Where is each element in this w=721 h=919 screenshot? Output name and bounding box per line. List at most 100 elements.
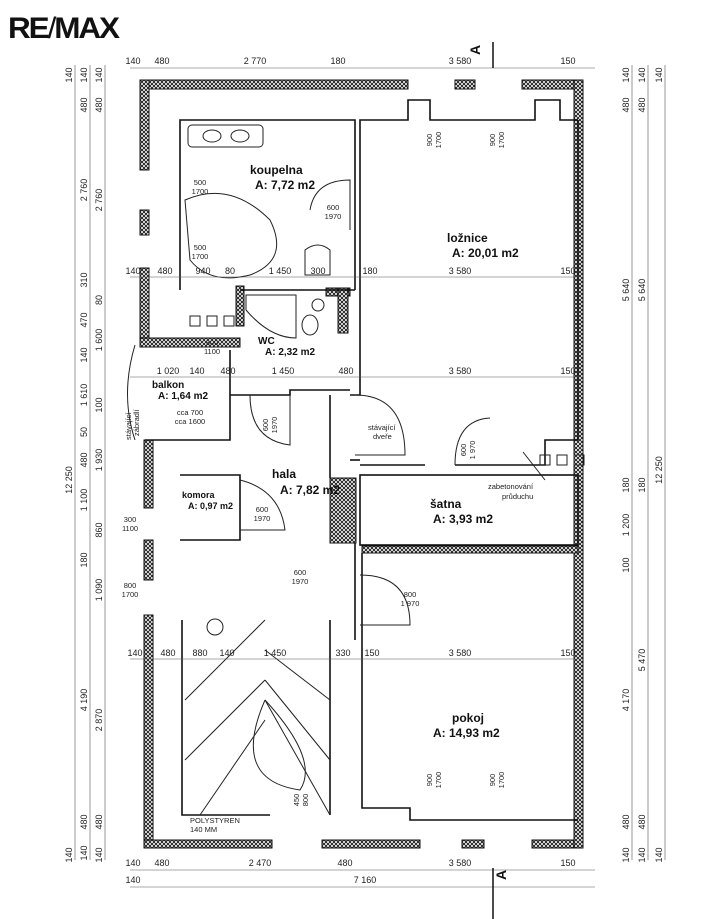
fixtures bbox=[127, 124, 585, 816]
annotations: stávající dveře stávající zábradlí zabet… bbox=[124, 45, 534, 880]
dimension-label: 1 600 bbox=[94, 329, 104, 352]
dimension-label: 480 bbox=[621, 814, 631, 829]
room-area-loznice: A: 20,01 m2 bbox=[452, 246, 519, 260]
dimension-label: 1700 bbox=[434, 772, 443, 789]
room-area-satna: A: 3,93 m2 bbox=[433, 512, 493, 526]
dimension-label: 300 bbox=[206, 338, 219, 347]
room-name-loznice: ložnice bbox=[447, 231, 488, 245]
note-polystyren-2: 140 MM bbox=[190, 825, 217, 834]
dimension-label: 140 bbox=[654, 847, 664, 862]
dimension-label: 1 610 bbox=[79, 384, 89, 407]
dimension-label: 140 bbox=[94, 67, 104, 82]
dimension-label: 480 bbox=[160, 648, 175, 658]
room-name-hala: hala bbox=[272, 467, 296, 481]
dimension-label: 500 bbox=[194, 243, 207, 252]
dimension-label: 180 bbox=[79, 552, 89, 567]
dimension-label: 3 580 bbox=[449, 858, 472, 868]
dimension-label: 3 580 bbox=[449, 266, 472, 276]
dimension-label: 860 bbox=[94, 522, 104, 537]
dimension-label: 900 bbox=[425, 134, 434, 147]
dimension-label: 140 bbox=[64, 67, 74, 82]
room-area-komora: A: 0,97 m2 bbox=[188, 501, 233, 511]
dimension-label: 300 bbox=[310, 266, 325, 276]
section-marker-top: A bbox=[467, 45, 483, 55]
dimension-label: 150 bbox=[364, 648, 379, 658]
dimension-label: 7 160 bbox=[354, 875, 377, 885]
room-name-koupelna: koupelna bbox=[250, 163, 303, 177]
room-name-balkon: balkon bbox=[152, 380, 184, 391]
note-stavajici-dvere-2: dveře bbox=[373, 432, 392, 441]
dimension-label: 1 970 bbox=[401, 599, 420, 608]
dimension-label: 1 970 bbox=[468, 441, 477, 460]
dimension-label: 1700 bbox=[192, 187, 209, 196]
room-area-balkon: A: 1,64 m2 bbox=[158, 391, 208, 402]
remax-logo: RE/MAX bbox=[8, 12, 120, 45]
dimension-label: 140 bbox=[621, 67, 631, 82]
dimension-label: 800 bbox=[404, 590, 417, 599]
dimension-label: 100 bbox=[621, 557, 631, 572]
dimension-label: 5 640 bbox=[621, 279, 631, 302]
dimension-label: 480 bbox=[94, 814, 104, 829]
dimension-label: 5 640 bbox=[637, 279, 647, 302]
dimension-label: 480 bbox=[154, 56, 169, 66]
dimension-label: 140 bbox=[219, 648, 234, 658]
dimension-label: 150 bbox=[560, 648, 575, 658]
room-name-satna: šatna bbox=[430, 497, 462, 511]
dimension-label: 1970 bbox=[270, 417, 279, 434]
dimension-label: cca 700 bbox=[177, 408, 203, 417]
dimension-label: 480 bbox=[79, 97, 89, 112]
dimension-label: 2 760 bbox=[79, 179, 89, 202]
dimension-label: 80 bbox=[225, 266, 235, 276]
dimension-label: 500 bbox=[194, 178, 207, 187]
dimension-label: 600 bbox=[294, 568, 307, 577]
dimension-label: 600 bbox=[261, 419, 270, 432]
dimension-label: 5 470 bbox=[637, 649, 647, 672]
room-labels: koupelna A: 7,72 m2 ložnice A: 20,01 m2 … bbox=[152, 163, 519, 740]
dimension-label: 800 bbox=[124, 581, 137, 590]
dimension-label: 140 bbox=[189, 366, 204, 376]
dimension-label: 1 090 bbox=[94, 579, 104, 602]
dimension-label: 600 bbox=[256, 505, 269, 514]
dimension-label: 140 bbox=[125, 56, 140, 66]
dimension-label: 1100 bbox=[204, 347, 220, 356]
dimension-label: 1 450 bbox=[264, 648, 287, 658]
dimension-label: 480 bbox=[154, 858, 169, 868]
dimension-label: 1700 bbox=[192, 252, 209, 261]
dimension-label: 310 bbox=[79, 272, 89, 287]
dimension-label: 330 bbox=[335, 648, 350, 658]
dimension-label: 140 bbox=[79, 845, 89, 860]
dimension-label: 1 100 bbox=[79, 489, 89, 512]
exterior-walls bbox=[139, 79, 584, 849]
dimension-label: 480 bbox=[220, 366, 235, 376]
dimension-label: 140 bbox=[125, 875, 140, 885]
dimension-label: 3 580 bbox=[449, 366, 472, 376]
dimension-label: 12 250 bbox=[64, 466, 74, 494]
dimension-label: 180 bbox=[637, 477, 647, 492]
dimension-label: 100 bbox=[94, 397, 104, 412]
dimension-label: 900 bbox=[488, 134, 497, 147]
dimension-label: 140 bbox=[127, 648, 142, 658]
dimension-label: 600 bbox=[459, 444, 468, 457]
dimension-label: 140 bbox=[79, 67, 89, 82]
dimension-label: 900 bbox=[425, 774, 434, 787]
dimension-label: 1100 bbox=[122, 524, 138, 533]
interior-walls bbox=[145, 99, 579, 821]
dimension-label: 480 bbox=[79, 814, 89, 829]
dimension-label: 4 170 bbox=[621, 689, 631, 712]
note-zabetonovani-1: zabetonování bbox=[488, 482, 534, 491]
dimension-label: 1970 bbox=[292, 577, 309, 586]
dimension-label: 140 bbox=[637, 847, 647, 862]
dimension-label: 4 190 bbox=[79, 689, 89, 712]
dimension-label: 1 450 bbox=[269, 266, 292, 276]
dimension-label: 300 bbox=[124, 515, 137, 524]
note-stavajici-dvere-1: stávající bbox=[368, 423, 396, 432]
dimension-label: 2 870 bbox=[94, 709, 104, 732]
dimension-label: 140 bbox=[79, 347, 89, 362]
room-name-wc: WC bbox=[258, 336, 275, 347]
dimension-label: 2 760 bbox=[94, 189, 104, 212]
dimension-label: 140 bbox=[654, 67, 664, 82]
dimension-label: 1700 bbox=[497, 132, 506, 149]
dimension-label: 1 930 bbox=[94, 449, 104, 472]
